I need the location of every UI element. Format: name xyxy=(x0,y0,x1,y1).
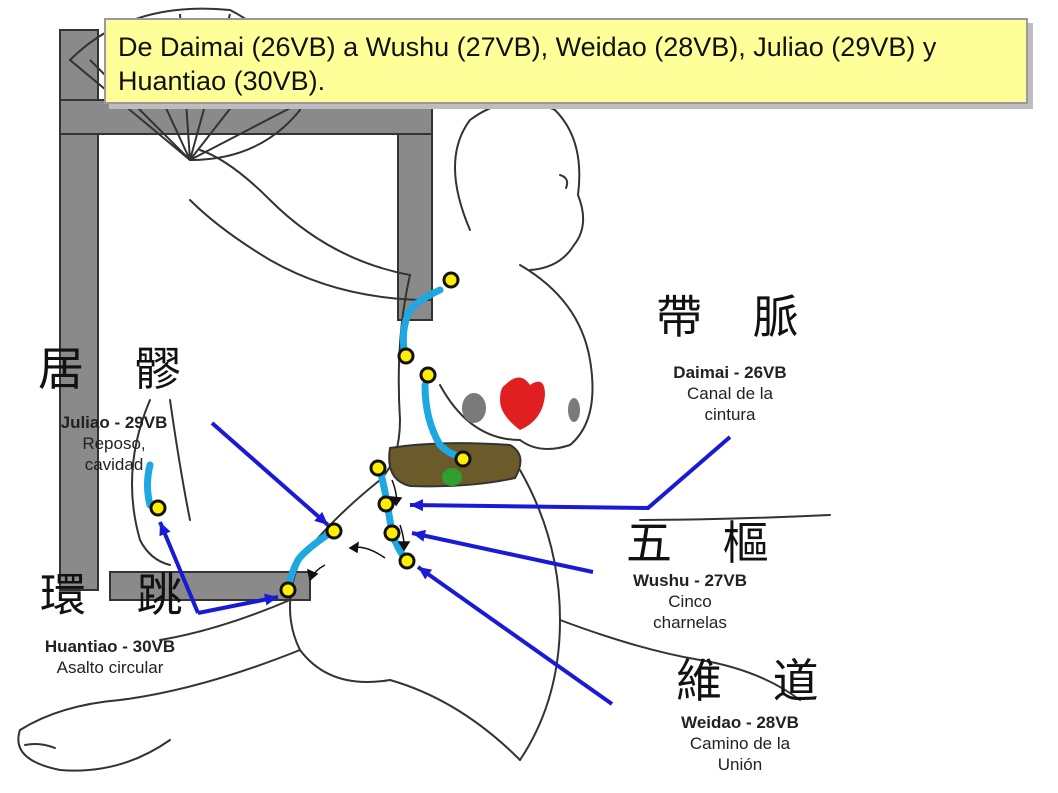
juliao-label: Juliao - 29VB Reposo, cavidad xyxy=(24,412,204,475)
daimai-leader-arrow xyxy=(409,435,732,511)
wushu-meaning: Cinco charnelas xyxy=(653,592,727,632)
left-breast-mark xyxy=(462,393,486,423)
acupoint-marker-8 xyxy=(398,552,416,570)
weidao-leader-arrow xyxy=(416,565,614,706)
huantiao-leader-arrow-branch xyxy=(197,595,279,615)
gallbladder-channel-path xyxy=(144,286,466,594)
daimai-label: Daimai - 26VB Canal de la cintura xyxy=(640,362,820,425)
acupoint-marker-11 xyxy=(149,499,167,517)
huantiao-leader-arrow-branch-head xyxy=(264,593,278,606)
huantiao-meaning: Asalto circular xyxy=(56,658,164,677)
acupoint-marker-9 xyxy=(325,522,343,540)
huantiao-kanji: 環 跳 xyxy=(40,568,201,622)
wushu-label: Wushu - 27VB Cinco charnelas xyxy=(600,570,780,633)
acupoint-marker-4 xyxy=(454,450,472,468)
acupoint-marker-2 xyxy=(397,347,415,365)
weidao-name: Weidao - 28VB xyxy=(681,713,799,732)
page-title: De Daimai (26VB) a Wushu (27VB), Weidao … xyxy=(118,32,937,96)
sash-green-mark xyxy=(442,468,462,486)
huantiao-leader-arrow xyxy=(158,521,200,614)
acupoint-marker-7 xyxy=(383,524,401,542)
figure-line-art xyxy=(17,101,831,772)
juliao-kanji: 居 髎 xyxy=(38,342,199,396)
daimai-leader-arrow-head xyxy=(410,499,424,512)
daimai-kanji: 帶 脈 xyxy=(656,290,817,344)
heart-shape xyxy=(500,377,545,430)
huantiao-name: Huantiao - 30VB xyxy=(44,637,176,656)
title-banner: De Daimai (26VB) a Wushu (27VB), Weidao … xyxy=(104,18,1028,104)
juliao-name: Juliao - 29VB xyxy=(60,413,168,432)
daimai-meaning: Canal de la cintura xyxy=(686,384,773,424)
wushu-leader-arrow xyxy=(411,531,594,574)
wushu-kanji: 五 樞 xyxy=(626,516,787,570)
acupoint-marker-3 xyxy=(419,366,437,384)
wushu-name: Wushu - 27VB xyxy=(633,571,747,590)
daimai-name: Daimai - 26VB xyxy=(673,363,787,382)
chair-frame xyxy=(59,29,433,601)
wushu-leader-arrow-head xyxy=(412,529,426,542)
right-breast-mark xyxy=(568,398,580,422)
weidao-label: Weidao - 28VB Camino de la Unión xyxy=(650,712,830,775)
juliao-leader-arrow-head xyxy=(314,511,328,525)
acupoint-marker-5 xyxy=(369,459,387,477)
acupoint-marker-10 xyxy=(279,581,297,599)
huantiao-leader-arrow-head xyxy=(159,522,171,537)
waist-sash xyxy=(388,442,522,488)
weidao-leader-arrow-head xyxy=(418,567,433,580)
huantiao-label: Huantiao - 30VB Asalto circular xyxy=(10,636,210,678)
acupoint-markers xyxy=(149,271,472,599)
acupoint-marker-6 xyxy=(377,495,395,513)
weidao-meaning: Camino de la Unión xyxy=(689,734,791,774)
juliao-leader-arrow xyxy=(210,421,330,527)
leader-arrows xyxy=(158,421,732,706)
juliao-meaning: Reposo, cavidad xyxy=(82,434,146,474)
acupoint-marker-1 xyxy=(442,271,460,289)
weidao-kanji: 維 道 xyxy=(676,654,837,708)
